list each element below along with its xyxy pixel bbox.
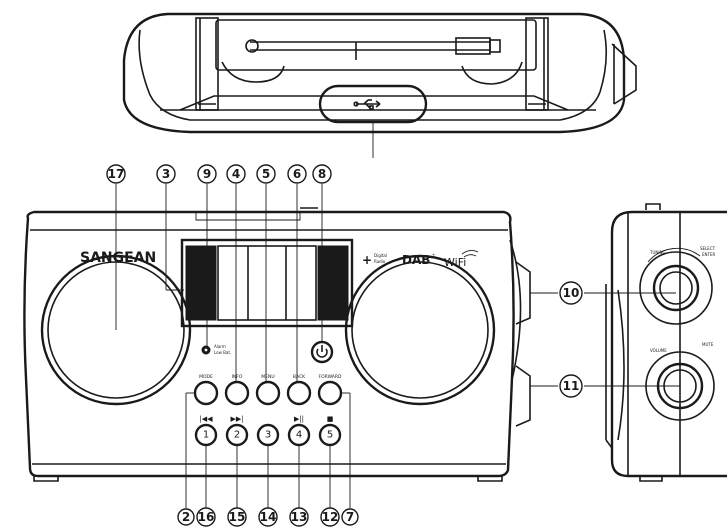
- callout-15: 15: [227, 507, 247, 527]
- preset-button-1[interactable]: |◀◀ 1: [194, 415, 218, 447]
- svg-text:15: 15: [229, 510, 246, 524]
- callouts-bottom: 2 16 15 14 13 12 7: [177, 507, 359, 527]
- svg-text:13: 13: [291, 510, 308, 524]
- mode-button[interactable]: MODE: [193, 374, 219, 406]
- forward-button[interactable]: FORWARD: [317, 374, 343, 406]
- skip-back-icon: |◀◀: [199, 415, 213, 423]
- svg-text:7: 7: [346, 510, 354, 524]
- brand-logo: SANGEAN: [80, 250, 156, 266]
- right-speaker: [344, 254, 496, 406]
- svg-text:16: 16: [198, 510, 215, 524]
- play-pause-icon: ▶||: [294, 415, 304, 423]
- svg-text:2: 2: [234, 430, 240, 441]
- callouts-side: 10 11: [559, 281, 583, 398]
- svg-text:Digital: Digital: [374, 253, 387, 258]
- svg-text:5: 5: [327, 430, 333, 441]
- svg-text:10: 10: [563, 286, 580, 300]
- callout-16: 16: [196, 507, 216, 527]
- callouts-top: 17 3 9 4 5 6 8: [106, 164, 332, 184]
- preset-button-4[interactable]: ▶|| 4: [287, 415, 311, 447]
- svg-text:VOLUME: VOLUME: [650, 348, 667, 353]
- skip-forward-icon: ▶▶|: [230, 415, 243, 423]
- preset-button-2[interactable]: ▶▶| 2: [225, 415, 249, 447]
- callout-14: 14: [258, 507, 278, 527]
- callout-17: 17: [106, 164, 126, 184]
- svg-text:TUNING: TUNING: [649, 250, 666, 255]
- back-button[interactable]: BACK: [286, 374, 312, 406]
- display-window: [180, 238, 354, 328]
- alarm-indicator: Alarm Low Bat.: [201, 344, 231, 355]
- svg-text:Low Bat.: Low Bat.: [214, 350, 231, 355]
- svg-text:BACK: BACK: [293, 374, 306, 380]
- menu-button[interactable]: MENU: [255, 374, 281, 406]
- svg-text:3: 3: [162, 167, 170, 181]
- svg-text:+: +: [432, 252, 435, 257]
- callout-13: 13: [289, 507, 309, 527]
- svg-text:+: +: [362, 253, 372, 267]
- stop-icon: ■: [327, 415, 334, 423]
- svg-text:MODE: MODE: [199, 374, 213, 380]
- info-button[interactable]: INFO: [224, 374, 250, 406]
- svg-text:MUTE: MUTE: [702, 342, 714, 347]
- svg-text:MENU: MENU: [261, 374, 274, 380]
- svg-text:Alarm: Alarm: [214, 344, 226, 349]
- svg-text:17: 17: [108, 167, 125, 181]
- side-view: TUNING SELECT ENTER VOLUME MUTE: [605, 203, 727, 482]
- callout-12: 12: [320, 507, 340, 527]
- callout-6: 6: [287, 164, 307, 184]
- tuning-knob[interactable]: [639, 247, 713, 325]
- callout-4: 4: [226, 164, 246, 184]
- svg-text:3: 3: [265, 430, 271, 441]
- svg-text:8: 8: [318, 167, 326, 181]
- preset-button-5[interactable]: ■ 5: [318, 415, 342, 447]
- svg-text:2: 2: [182, 510, 190, 524]
- callout-8: 8: [312, 164, 332, 184]
- svg-text:6: 6: [293, 167, 301, 181]
- svg-text:14: 14: [260, 510, 277, 524]
- usb-icon: [353, 99, 381, 110]
- svg-text:4: 4: [296, 430, 302, 441]
- svg-text:12: 12: [322, 510, 339, 524]
- callout-2: 2: [177, 508, 195, 526]
- svg-text:5: 5: [262, 167, 270, 181]
- callout-11: 11: [559, 374, 583, 398]
- top-view: [122, 12, 637, 158]
- svg-text:11: 11: [563, 379, 580, 393]
- callout-10: 10: [559, 281, 583, 305]
- callout-leaders: [115, 184, 680, 508]
- preset-button-3[interactable]: 3: [256, 423, 280, 447]
- svg-text:WiFi: WiFi: [444, 256, 466, 269]
- callout-5: 5: [256, 164, 276, 184]
- callout-7: 7: [341, 508, 359, 526]
- svg-text:4: 4: [232, 167, 240, 181]
- svg-text:DAB: DAB: [402, 253, 430, 267]
- svg-text:Radio: Radio: [374, 259, 386, 264]
- digital-radio-logo: + Digital Radio: [362, 253, 387, 267]
- svg-text:FORWARD: FORWARD: [319, 374, 342, 380]
- wifi-logo: WiFi: [444, 249, 479, 269]
- callout-9: 9: [197, 164, 217, 184]
- power-button[interactable]: [310, 340, 334, 364]
- front-view: SANGEAN + Digital Radio DAB + WiFi: [23, 207, 522, 482]
- svg-text:INFO: INFO: [232, 374, 243, 380]
- svg-text:ENTER: ENTER: [702, 252, 715, 257]
- svg-text:9: 9: [203, 167, 211, 181]
- callout-3: 3: [156, 164, 176, 184]
- dab-plus-logo: DAB +: [402, 252, 435, 267]
- svg-text:SELECT: SELECT: [700, 246, 716, 251]
- svg-text:1: 1: [203, 430, 209, 441]
